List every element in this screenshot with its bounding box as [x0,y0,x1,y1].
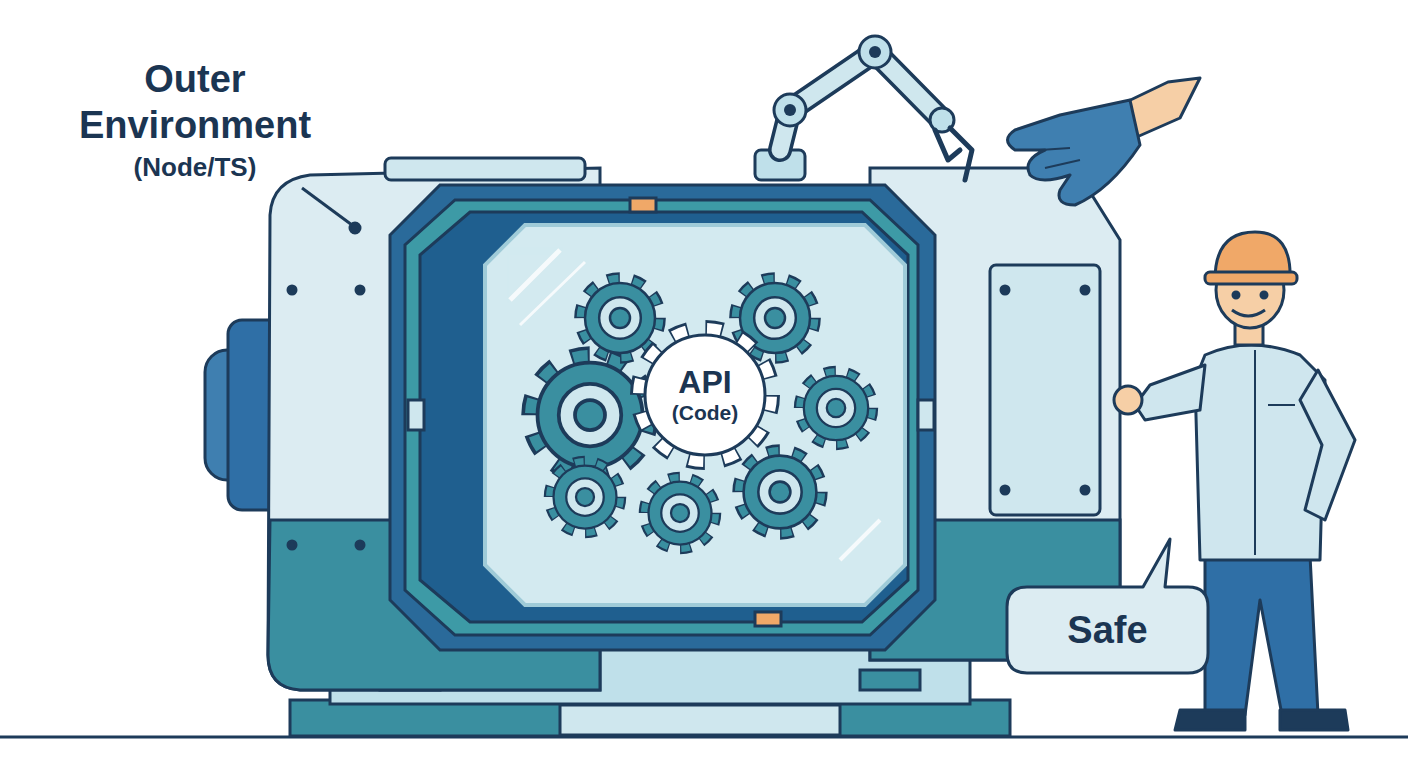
gloved-hand [1008,78,1201,205]
node-subtitle: (Code) [672,400,739,426]
robot-arm [755,36,972,180]
api-gear: API(Code) [625,320,785,470]
speech-bubble: Safe [1005,585,1210,675]
node-title: Outer Environment [40,56,350,148]
glass-window [485,225,905,605]
text-block: Outer Environment(Node/TS) [40,56,350,184]
text-block: API(Code) [625,320,785,470]
node-title: API [678,364,731,400]
node-title: Safe [1067,608,1147,652]
leader-line [302,188,352,225]
window-frame [390,185,935,650]
text-block: Safe [1005,585,1210,675]
machine-housing: Outer Environment(Node/TS)API(Code) [265,168,1120,690]
node-subtitle: (Node/TS) [40,150,350,184]
